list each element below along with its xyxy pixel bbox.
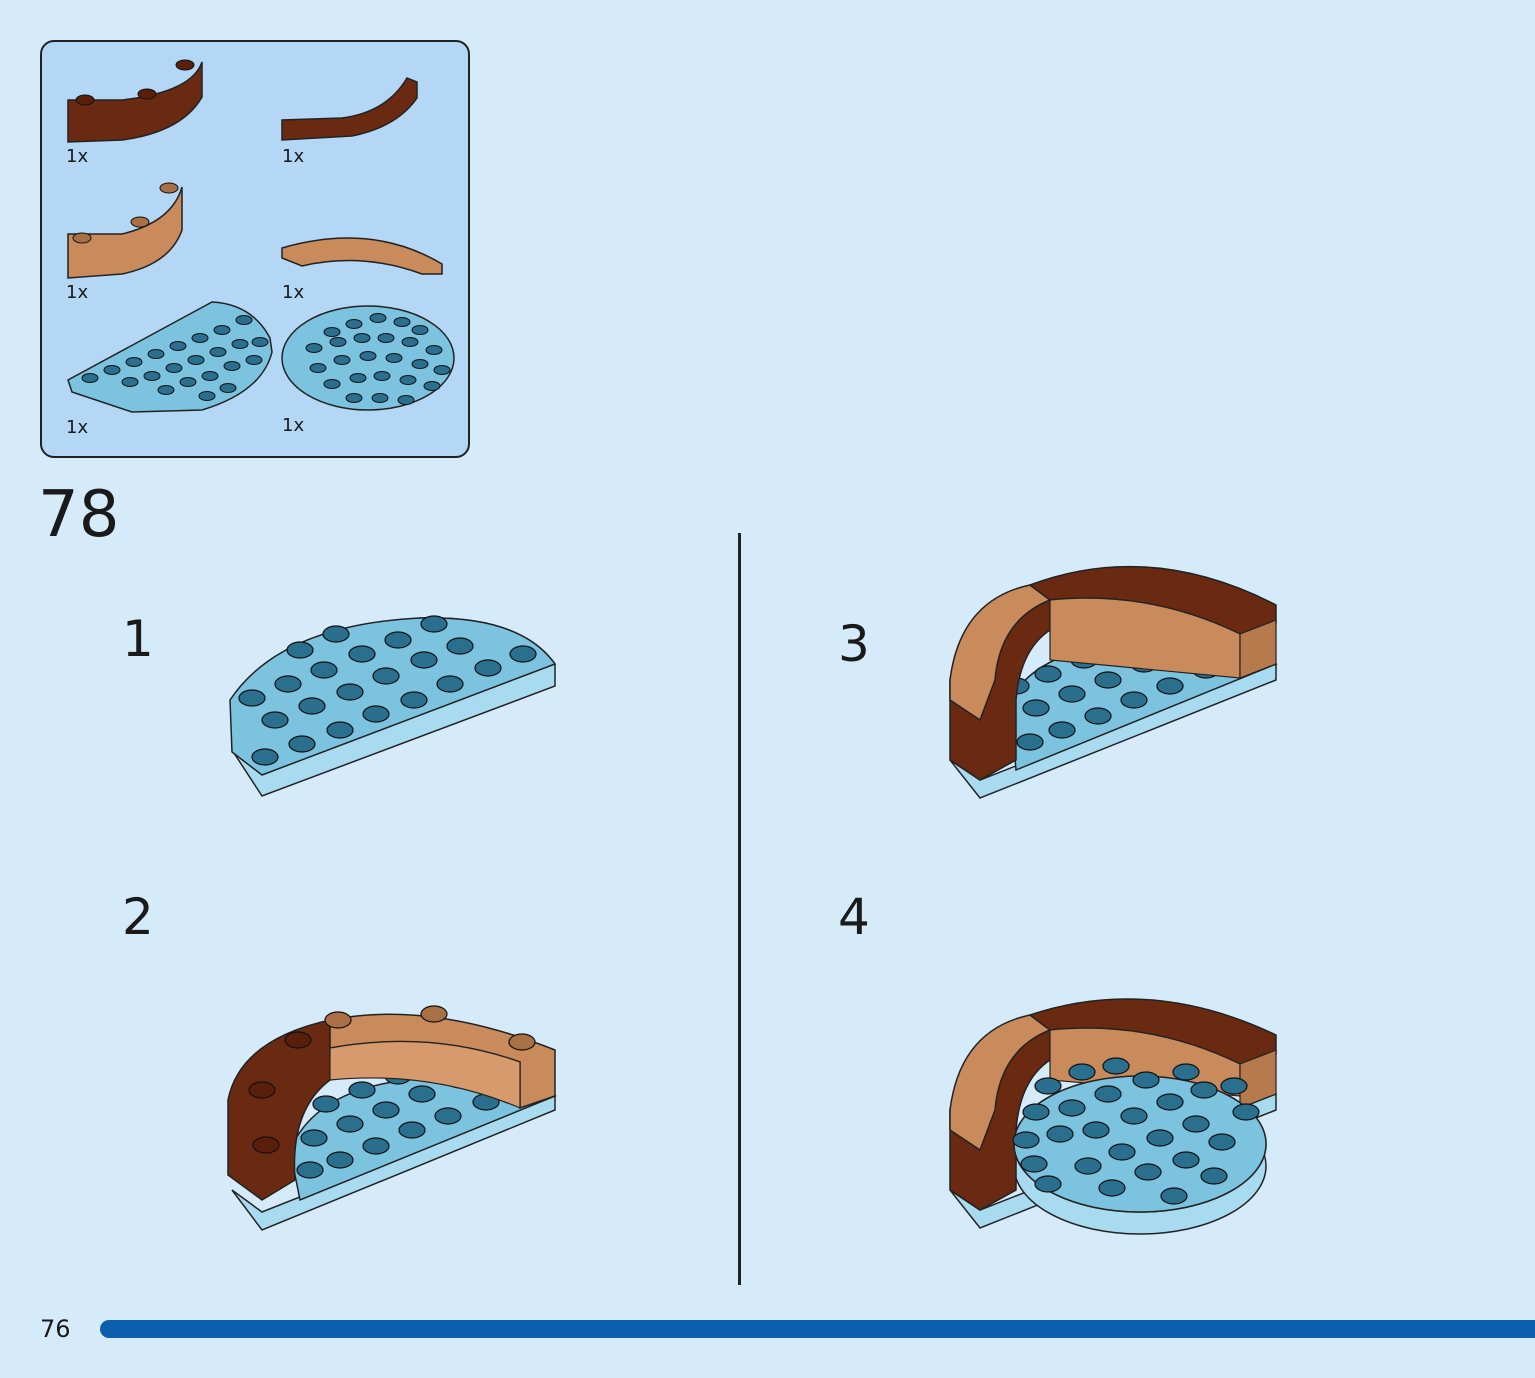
part-qty: 1x [282, 146, 305, 167]
substep-4-illustration [949, 998, 1277, 1235]
substep-number: 3 [838, 615, 870, 673]
part-qty: 1x [66, 417, 89, 438]
brown-curved-tile-part [281, 77, 418, 141]
substep-3-illustration [949, 565, 1278, 799]
substep-number: 1 [122, 610, 154, 668]
substep-number: 2 [122, 888, 154, 946]
page-number: 76 [40, 1315, 71, 1343]
tan-curved-brick-part [67, 182, 183, 279]
substep-2-illustration [227, 1005, 557, 1231]
blue-half-round-plate-part [67, 301, 273, 413]
tan-curved-tile-part [281, 237, 443, 275]
part-qty: 1x [282, 282, 305, 303]
step-number: 78 [38, 478, 120, 552]
progress-fill [100, 1320, 1535, 1338]
brown-curved-brick-part [67, 59, 203, 143]
part-qty: 1x [66, 282, 89, 303]
part-qty: 1x [66, 146, 89, 167]
part-qty: 1x [282, 415, 305, 436]
parts-illustration [67, 59, 455, 413]
substep-1-illustration [229, 615, 557, 797]
parts-callout: 1x 1x 1x 1x 1x 1x [40, 40, 470, 458]
progress-bar [100, 1320, 1535, 1338]
substep-number: 4 [838, 888, 870, 946]
column-divider [738, 533, 741, 1285]
blue-round-plate-part [281, 305, 455, 411]
